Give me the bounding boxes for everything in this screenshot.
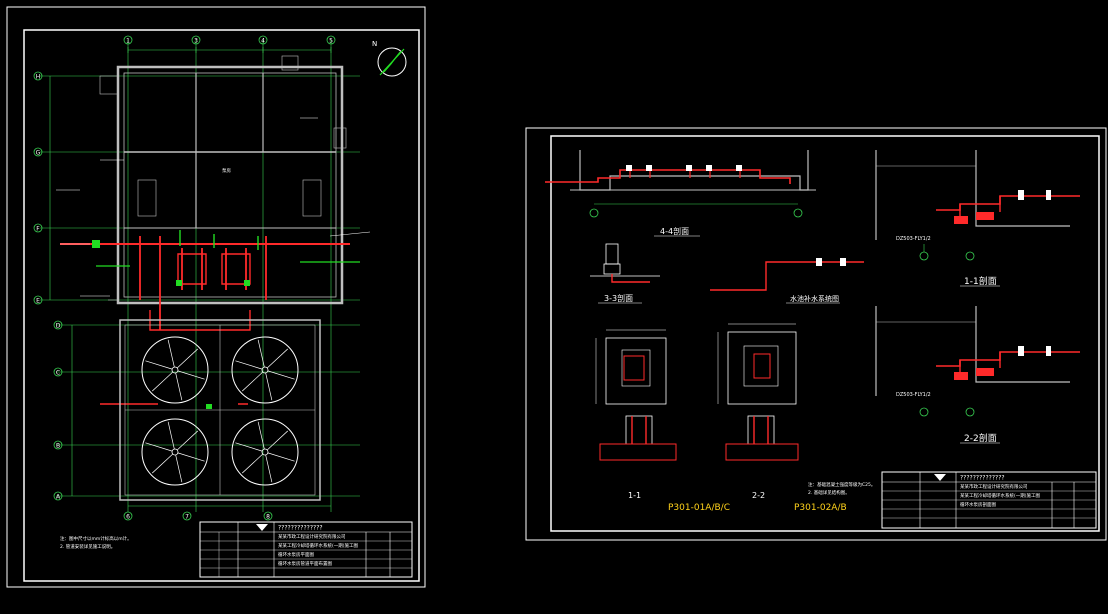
north-label: N — [372, 40, 377, 48]
left-sheet-inner-border — [23, 29, 420, 582]
grid-label-bottom-1: 6 — [126, 514, 130, 521]
base-section-left-title: 1-1 — [628, 491, 641, 500]
grid-label-left-h: H — [36, 74, 41, 81]
cooling-tower-basin — [119, 319, 321, 501]
section-4-4-title: 4-4剖面 — [660, 226, 689, 236]
right-title-header: ?????????????? — [960, 475, 1005, 482]
grid-label-top-1: 1 — [126, 38, 130, 45]
right-sheet-outer-border — [525, 127, 1107, 541]
section-1-1-callout: DZ503-FLY1/2 — [896, 236, 931, 242]
section-3-3: 3-3剖面 — [590, 243, 660, 304]
grid-bubbles-bottom: 6 7 8 — [123, 505, 331, 521]
left-title-project: 某某工程冷却塔循环水系统(一期)施工图 — [278, 542, 359, 549]
grid-label-left-g: G — [36, 150, 41, 157]
annotation-leaders — [56, 117, 371, 297]
right-note-1: 注：基础混凝土强度等级为C25。 — [808, 481, 875, 488]
section-1-1-title: 1-1剖面 — [964, 275, 997, 287]
supply-system-title: 水池补水系统图 — [790, 294, 839, 303]
cooling-tower-fans — [141, 336, 299, 486]
left-title-drawing2: 循环水泵房管道平面布置图 — [278, 560, 332, 567]
pump-base-right: 2-2 P301-02A/B — [717, 323, 847, 513]
grid-label-bottom-2: 7 — [185, 514, 189, 521]
room-label: 泵房 — [222, 167, 231, 174]
pump-base-left: 1-1 P301-01A/B/C — [595, 329, 730, 513]
grid-label-left-e: E — [36, 298, 40, 305]
right-notes: 注：基础混凝土强度等级为C25。 2. 基础详见结构图。 — [808, 481, 875, 496]
right-title-company: 某某市政工程设计研究院有限公司 — [960, 483, 1028, 490]
left-title-header: ?????????????? — [278, 525, 323, 532]
right-title-project: 某某工程冷却塔循环水系统(一期)施工图 — [960, 492, 1041, 499]
left-sheet: 1 3 4 5 6 7 8 H G F — [6, 6, 426, 588]
left-sheet-outer-border — [6, 6, 426, 588]
section-1-1: DZ503-FLY1/2 1-1剖面 — [875, 150, 1080, 287]
left-title-block: ?????????????? 某某市政工程设计研究院有限公司 某某工程冷却塔循环… — [199, 521, 413, 578]
left-notes: 注：图中尺寸以mm计标高以m计。 2. 管道安装详见施工说明。 — [60, 535, 132, 550]
section-3-3-title: 3-3剖面 — [604, 293, 633, 303]
grid-label-left-a: A — [56, 494, 61, 501]
fan-1 — [141, 336, 209, 404]
left-note-1: 注：图中尺寸以mm计标高以m计。 — [60, 535, 132, 542]
grid-bubbles-left: H G F E D C B A — [33, 71, 73, 501]
right-title-block: ?????????????? 某某市政工程设计研究院有限公司 某某工程冷却塔循环… — [881, 471, 1097, 529]
section-2-2-title: 2-2剖面 — [964, 432, 997, 444]
left-title-drawing: 循环水泵房平面图 — [278, 551, 314, 558]
section-2-2: DZ503-FLY1/2 2-2剖面 — [875, 306, 1080, 444]
right-title-drawing: 循环水泵房剖面图 — [960, 501, 996, 508]
grid-bubbles-top: 1 3 4 5 — [123, 35, 336, 53]
base-section-right-title: 2-2 — [752, 491, 765, 500]
base-left-label: P301-01A/B/C — [668, 503, 730, 513]
grid-label-top-2: 3 — [194, 38, 198, 45]
grid-label-left-d: D — [56, 323, 61, 330]
right-note-2: 2. 基础详见结构图。 — [808, 489, 850, 496]
base-right-label: P301-02A/B — [794, 503, 847, 513]
water-supply-system: 水池补水系统图 — [710, 258, 864, 304]
fan-2 — [231, 336, 299, 404]
grid-label-bottom-3: 8 — [266, 514, 270, 521]
section-4-4: 4-4剖面 — [545, 150, 816, 237]
left-title-company: 某某市政工程设计研究院有限公司 — [278, 533, 346, 540]
grid-label-top-4: 5 — [329, 38, 333, 45]
grid-label-left-b: B — [56, 443, 60, 450]
left-note-2: 2. 管道安装详见施工说明。 — [60, 543, 115, 550]
north-arrow: N — [372, 40, 407, 77]
fan-3 — [141, 418, 209, 486]
grid-label-left-f: F — [36, 226, 40, 233]
right-sheet-inner-border — [550, 135, 1100, 532]
section-2-2-callout: DZ503-FLY1/2 — [896, 392, 931, 398]
grid-label-left-c: C — [56, 370, 60, 377]
building-walls — [99, 55, 347, 305]
grid-label-top-3: 4 — [261, 38, 265, 45]
fan-4 — [231, 418, 299, 486]
right-sheet: 4-4剖面 3-3剖面 水池补水系统图 DZ — [525, 127, 1107, 541]
